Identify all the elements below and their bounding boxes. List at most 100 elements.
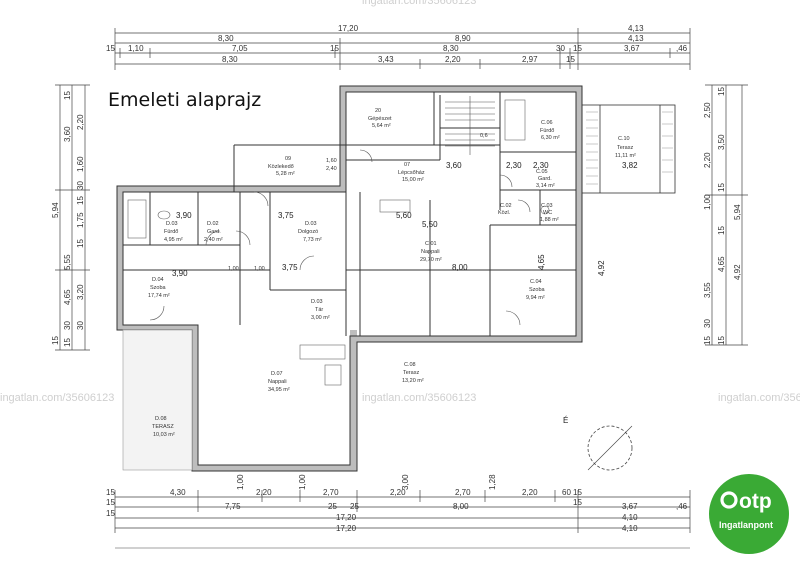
room-name: TERASZ (152, 424, 174, 430)
room-name: Dolgozó (298, 229, 318, 235)
right-dim: 5,94 (733, 204, 742, 220)
interior-dim: 3,60 (446, 161, 462, 170)
room-labels: 20 Gépészet 5,64 m² 09 Közlekedő 5,28 m²… (148, 108, 636, 438)
room-name: Gard. (538, 176, 552, 182)
right-dim: 15 (703, 336, 712, 345)
room-name: Lépcsőház (398, 170, 425, 176)
bottom-dim: ,46 (676, 502, 688, 511)
left-dim: 5,55 (63, 254, 72, 270)
room-id: C.02 (500, 203, 512, 209)
top-dim: 30 (556, 44, 565, 53)
room-name: Fürdő (164, 229, 178, 235)
right-dim: 15 (717, 183, 726, 192)
right-dim: 3,55 (703, 282, 712, 298)
furniture (127, 99, 550, 386)
room-area: 9,94 m² (526, 295, 545, 301)
bottom-dim: 3,67 (622, 502, 638, 511)
top-dim: 1,10 (128, 44, 144, 53)
bottom-dim: 1,00 (236, 474, 245, 490)
room-name: Gard. (207, 229, 221, 235)
room-name: Tár (315, 307, 323, 313)
left-dim: 2,20 (76, 114, 85, 130)
room-id: D.03 (305, 221, 317, 227)
room-area: 10,03 m² (153, 432, 175, 438)
room-area: 3,14 m² (536, 183, 555, 189)
bottom-dim: 15 (573, 498, 582, 507)
top-dim: 8,90 (455, 34, 471, 43)
watermark: ingatlan.com/35606123 (362, 0, 476, 7)
top-dim: 4,13 (628, 34, 644, 43)
bottom-dim: 60 (562, 488, 571, 497)
room-id: D.02 (207, 221, 219, 227)
watermark: ingatlan.com/35606123 (362, 392, 476, 404)
bottom-dim: 17,20 (336, 524, 357, 533)
north-compass: É (563, 416, 633, 471)
left-dim: 15 (76, 196, 85, 205)
interior-dim: 5,50 (422, 220, 438, 229)
interior-dim: 8,00 (452, 263, 468, 272)
right-dim: 4,92 (733, 264, 742, 280)
right-dimension-labels: 15 5,94 2,50 3,50 2,20 15 1,00 15 3,55 4… (703, 87, 742, 345)
door-swings (149, 149, 531, 326)
top-dim: 15 (330, 44, 339, 53)
left-dim: 5,94 (51, 202, 60, 218)
top-dim: 8,30 (218, 34, 234, 43)
top-dim: 15 (566, 55, 575, 64)
room-area: 3,00 m² (311, 315, 330, 321)
left-dim: 3,60 (63, 126, 72, 142)
left-dim: 30 (63, 321, 72, 330)
top-dim-total: 17,20 (338, 24, 359, 33)
top-dimension-lines (114, 28, 691, 70)
right-dim: 15 (717, 226, 726, 235)
right-dim: 30 (703, 319, 712, 328)
terrace-c10 (581, 104, 676, 194)
interior-dim: 4,65 (537, 254, 546, 270)
top-dim: 7,05 (232, 44, 248, 53)
top-dim: 2,97 (522, 55, 538, 64)
room-area: 34,95 m² (268, 387, 290, 393)
room-name: Szoba (150, 285, 167, 291)
right-dim: 4,65 (717, 256, 726, 272)
bottom-dim: 17,20 (336, 513, 357, 522)
right-dim: 2,50 (703, 102, 712, 118)
top-dim: 3,43 (378, 55, 394, 64)
room-id: 20 (375, 108, 381, 114)
bottom-dim: 15 (106, 498, 115, 507)
interior-dim: 4,92 (597, 260, 606, 276)
logo-brand: otp (739, 490, 772, 513)
room-name: Nappali (268, 379, 287, 385)
room-id: C.08 (404, 362, 416, 368)
bottom-dim: 15 (106, 509, 115, 518)
room-area: 1,88 m² (540, 217, 559, 223)
top-dim: 8,30 (443, 44, 459, 53)
watermark: ingatlan.com/35606123 (718, 392, 800, 404)
top-dim: 15 (106, 44, 115, 53)
bottom-dim: 4,10 (622, 513, 638, 522)
left-dim: 4,65 (63, 289, 72, 305)
bottom-dim: 2,70 (323, 488, 339, 497)
room-area: 6,30 m² (541, 135, 560, 141)
bottom-dim: 3,00 (401, 474, 410, 490)
bottom-dim: 4,10 (622, 524, 638, 533)
plan-title: Emeleti alaprajz (108, 89, 261, 111)
left-dim: 30 (76, 321, 85, 330)
right-dim: 15 (717, 336, 726, 345)
room-area: 13,20 m² (402, 378, 424, 384)
bottom-dim: 1,00 (298, 474, 307, 490)
bottom-dim: 4,30 (170, 488, 186, 497)
interior-dim: 2,30 (533, 161, 549, 170)
logo-sub: Ingatlanpont (719, 520, 773, 530)
room-area: 7,73 m² (303, 237, 322, 243)
interior-dim: 1,00 (228, 266, 239, 272)
top-dim: ,46 (676, 44, 688, 53)
room-name: WC (543, 210, 552, 216)
room-name: Közl. (498, 210, 511, 216)
room-area: 5,64 m² (372, 123, 391, 129)
room-id: C.01 (425, 241, 437, 247)
right-dimension-lines (705, 84, 748, 346)
room-area: 4,95 m² (164, 237, 183, 243)
room-id: D.03 (166, 221, 178, 227)
room-id: C.03 (541, 203, 553, 209)
room-area: 15,00 m² (402, 177, 424, 183)
